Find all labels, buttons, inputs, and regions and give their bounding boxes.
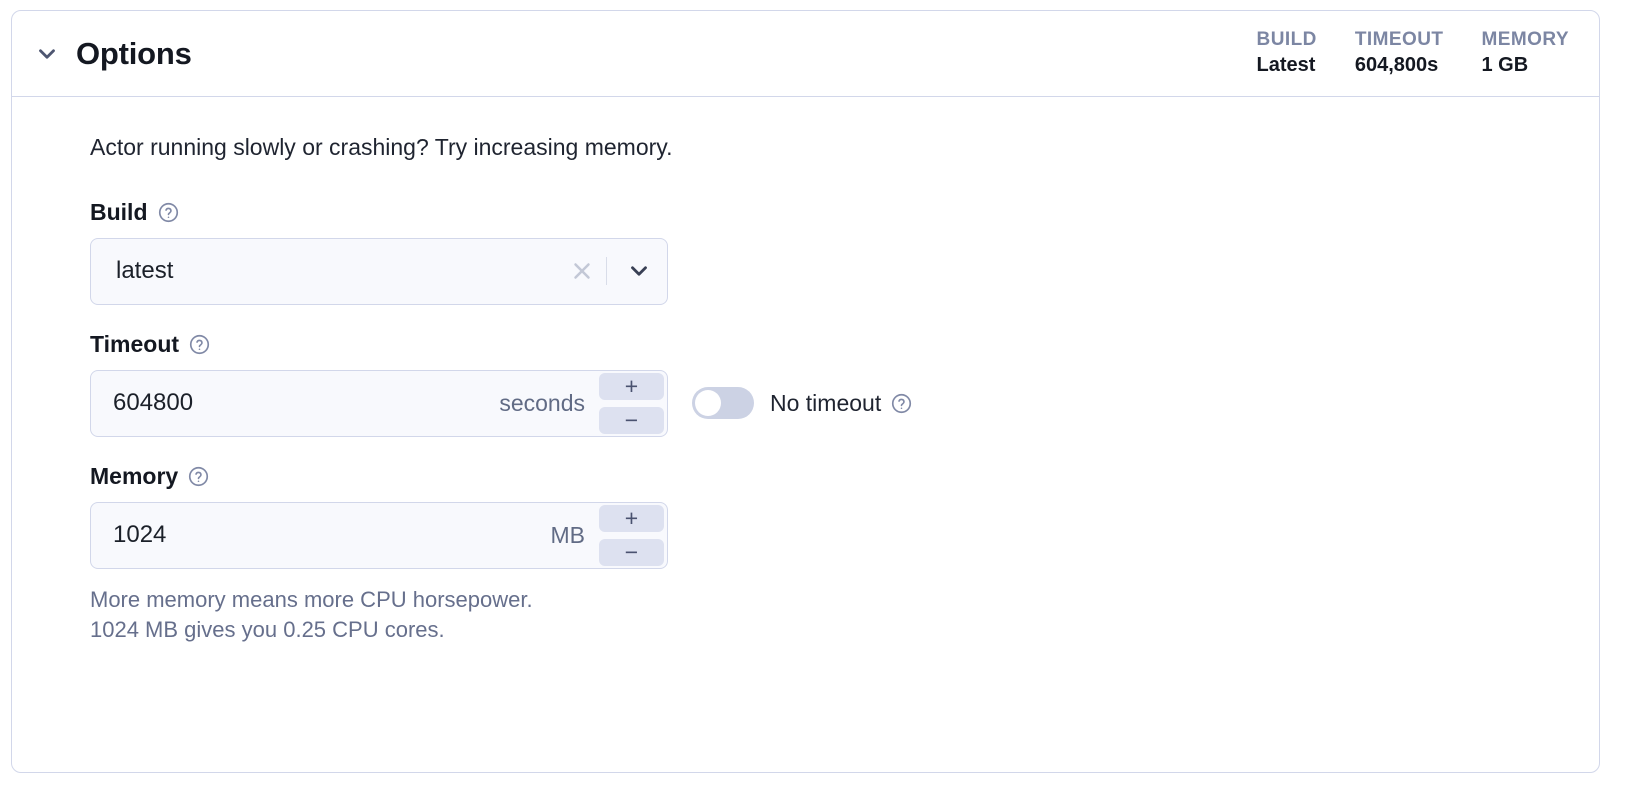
build-label: Build [90, 198, 148, 225]
stat-build: BUILD Latest [1257, 28, 1317, 80]
help-circle-icon[interactable] [189, 334, 210, 355]
no-timeout-label-row: No timeout [770, 390, 912, 417]
memory-field: Memory MB + − More memory means more CPU… [90, 463, 1573, 644]
build-label-row: Build [90, 199, 1573, 226]
no-timeout-toggle[interactable] [692, 387, 754, 420]
options-collapse-toggle[interactable]: Options [34, 38, 1257, 69]
stat-memory-value: 1 GB [1481, 54, 1529, 77]
options-card-body: Actor running slowly or crashing? Try in… [12, 97, 1599, 644]
timeout-input-wrapper[interactable]: seconds + − [90, 369, 668, 437]
help-circle-icon[interactable] [158, 202, 179, 223]
memory-decrement-button[interactable]: − [599, 538, 664, 566]
no-timeout-group: No timeout [692, 387, 912, 420]
build-field: Build latest [90, 199, 1573, 305]
memory-label-row: Memory [90, 463, 1573, 490]
header-stats: BUILD Latest TIMEOUT 604,800s MEMORY 1 G… [1257, 28, 1573, 80]
memory-input[interactable] [113, 521, 551, 550]
intro-text: Actor running slowly or crashing? Try in… [90, 134, 673, 160]
select-separator [606, 257, 607, 286]
page-title: Options [76, 36, 192, 71]
memory-helper-text: More memory means more CPU horsepower. 1… [90, 585, 1573, 644]
stat-build-value: Latest [1256, 54, 1316, 77]
memory-unit: MB [550, 521, 586, 548]
close-icon[interactable] [562, 258, 602, 284]
timeout-decrement-button[interactable]: − [599, 406, 664, 434]
help-circle-icon[interactable] [891, 393, 912, 414]
no-timeout-label: No timeout [770, 389, 882, 416]
memory-stepper: + − [599, 503, 667, 568]
options-card: Options BUILD Latest TIMEOUT 604,800s ME… [11, 10, 1600, 773]
timeout-input[interactable] [113, 389, 500, 418]
chevron-down-icon[interactable] [611, 258, 667, 284]
timeout-label-row: Timeout [90, 331, 1573, 358]
timeout-stepper: + − [599, 371, 667, 436]
toggle-knob [695, 390, 721, 417]
stat-timeout-label: TIMEOUT [1354, 28, 1444, 50]
timeout-unit: seconds [499, 389, 585, 416]
memory-input-wrapper[interactable]: MB + − [90, 501, 668, 569]
memory-label: Memory [90, 462, 179, 489]
timeout-increment-button[interactable]: + [599, 372, 664, 400]
memory-helper-line-2: 1024 MB gives you 0.25 CPU cores. [90, 616, 445, 642]
build-select-value: latest [116, 257, 174, 285]
timeout-field: Timeout seconds + − [90, 331, 1573, 437]
memory-increment-button[interactable]: + [599, 504, 664, 532]
help-circle-icon[interactable] [188, 466, 209, 487]
memory-helper-line-1: More memory means more CPU horsepower. [90, 586, 533, 612]
build-select[interactable]: latest [90, 237, 668, 305]
chevron-down-icon[interactable] [34, 41, 60, 67]
stat-timeout: TIMEOUT 604,800s [1355, 28, 1444, 80]
timeout-row: seconds + − No timeout [90, 369, 1573, 437]
stat-build-label: BUILD [1256, 28, 1317, 50]
stat-memory: MEMORY 1 GB [1482, 28, 1570, 80]
stat-memory-label: MEMORY [1481, 28, 1569, 50]
timeout-label: Timeout [90, 330, 180, 357]
stat-timeout-value: 604,800s [1354, 54, 1439, 77]
options-card-header: Options BUILD Latest TIMEOUT 604,800s ME… [12, 11, 1599, 97]
